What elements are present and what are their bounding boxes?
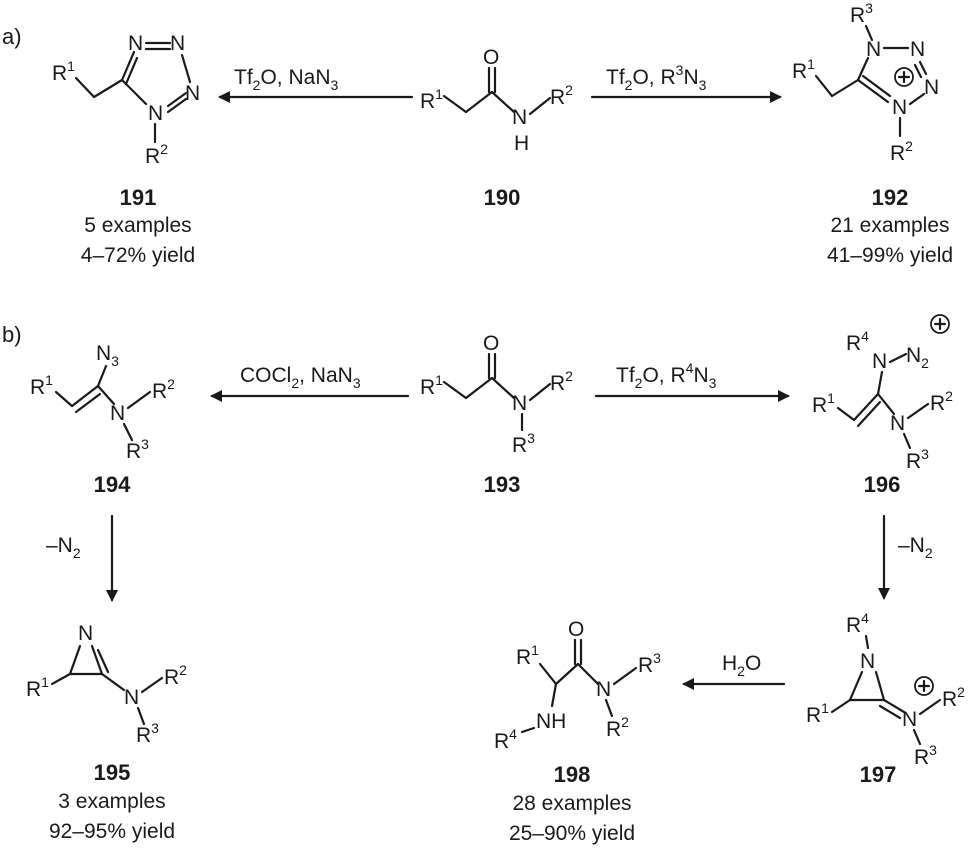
compound-191-number: 191 (120, 185, 157, 210)
r1-label: R1 (420, 372, 443, 399)
panel-a-label: a) (2, 24, 22, 49)
r1-label: R1 (792, 56, 815, 83)
nitrogen-label: N (890, 412, 905, 435)
n-label: N (872, 350, 887, 373)
r3-label: R3 (914, 742, 937, 769)
r2-label: R2 (550, 368, 573, 395)
r2-label: R2 (942, 684, 965, 711)
n3-label: N (924, 76, 939, 99)
r3-label: R3 (136, 720, 159, 747)
r3-label: R3 (126, 436, 149, 463)
n4-label: N (128, 32, 143, 55)
hydrogen-label: H (514, 132, 529, 155)
n1-label: N (866, 38, 881, 61)
n1-label: N (148, 102, 163, 125)
nitrogen-label: N (110, 402, 125, 425)
compound-195-number: 195 (94, 760, 131, 785)
r1-label: R1 (806, 700, 829, 727)
compound-194-number: 194 (94, 472, 131, 497)
reagents-to-194: COCl2, NaN3 (240, 364, 361, 391)
compound-192-structure: R3 N N N N R1 R2 (792, 0, 939, 165)
r2-label: R2 (145, 141, 168, 168)
r2-label: R2 (550, 82, 573, 109)
compound-195-structure: N R1 N R2 R3 (26, 622, 187, 747)
r4-label: R4 (846, 610, 869, 637)
nh-label: NH (536, 710, 566, 733)
plus-charge-icon (894, 67, 914, 87)
r2-label: R2 (930, 388, 953, 415)
reagents-to-191: Tf2O, NaN3 (234, 66, 338, 93)
n2-label: N (910, 38, 925, 61)
compound-193-structure: R1 O N R2 R3 (420, 332, 573, 457)
compound-198-yield: 25–90% yield (509, 822, 635, 845)
compound-193-number: 193 (484, 472, 521, 497)
r4-label: R4 (494, 726, 517, 753)
plus-charge-icon (914, 676, 934, 696)
r1-label: R1 (812, 390, 835, 417)
compound-192-number: 192 (872, 185, 909, 210)
r1-label: R1 (420, 86, 443, 113)
oxygen-label: O (568, 618, 584, 641)
aziridine-n-label: N (860, 650, 875, 673)
nitrogen-label: N (124, 686, 139, 709)
nitrogen-label: N (512, 106, 527, 129)
r2-label: R2 (606, 714, 629, 741)
r1-label: R1 (30, 372, 53, 399)
nitrogen-label: N (512, 392, 527, 415)
compound-198-examples: 28 examples (512, 792, 631, 815)
compound-195-yield: 92–95% yield (49, 820, 175, 843)
n3-label: N (170, 32, 185, 55)
compound-196-structure: R4 N N2 R1 N R2 R3 (812, 314, 953, 473)
n2-label: N2 (906, 344, 929, 371)
n2-loss-left: –N2 (46, 534, 81, 561)
amide-n-label: N (596, 678, 611, 701)
compound-194-structure: N3 R1 N R2 R3 (30, 342, 175, 463)
hydrolysis-reagent: H2O (722, 652, 761, 679)
r4-label: R4 (846, 328, 869, 355)
compound-197-number: 197 (860, 762, 897, 787)
compound-197-structure: R4 N R1 N R2 R3 (806, 610, 965, 769)
compound-191-structure: R1 N N N N R2 (52, 32, 200, 168)
compound-195-examples: 3 examples (58, 790, 165, 813)
compound-192-examples: 21 examples (830, 214, 949, 237)
reagents-to-192: Tf2O, R3N3 (606, 62, 707, 93)
iminium-n-label: N (902, 708, 917, 731)
compound-190-number: 190 (484, 185, 521, 210)
panel-b-label: b) (2, 322, 22, 347)
compound-198-number: 198 (554, 762, 591, 787)
compound-196-number: 196 (864, 472, 901, 497)
r2-label: R2 (164, 662, 187, 689)
r1-label: R1 (516, 642, 539, 669)
reagents-to-196: Tf2O, R4N3 (616, 360, 717, 391)
oxygen-label: O (483, 332, 499, 355)
plus-charge-icon (930, 314, 950, 334)
r1-label: R1 (26, 674, 49, 701)
r1-label: R1 (52, 58, 75, 85)
r2-label: R2 (890, 138, 913, 165)
r3-label: R3 (850, 0, 873, 27)
compound-198-structure: R1 O N R3 R2 NH R4 (494, 618, 661, 753)
r2-label: R2 (152, 376, 175, 403)
r3-label: R3 (512, 430, 535, 457)
compound-191-examples: 5 examples (84, 214, 191, 237)
n4-label: N (892, 96, 907, 119)
r3-label: R3 (906, 446, 929, 473)
n2-label: N (185, 82, 200, 105)
azide-label: N3 (96, 342, 119, 369)
n2-loss-right: –N2 (898, 534, 933, 561)
compound-190-structure: R1 O N H R2 (420, 46, 573, 155)
r3-label: R3 (638, 650, 661, 677)
azirine-n-label: N (78, 622, 93, 645)
compound-191-yield: 4–72% yield (81, 244, 195, 267)
oxygen-label: O (483, 46, 499, 69)
compound-192-yield: 41–99% yield (827, 244, 953, 267)
